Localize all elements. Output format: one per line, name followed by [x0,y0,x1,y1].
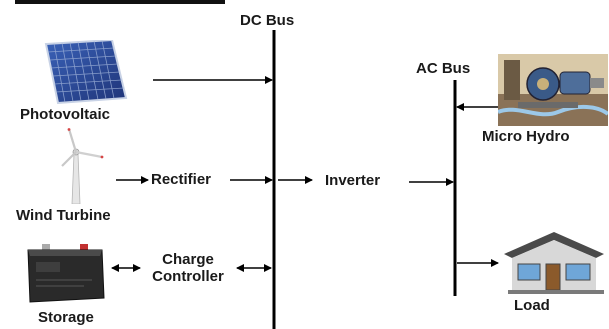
wind-turbine-icon [61,128,104,204]
charge-controller-line2: Controller [152,268,224,285]
clipped-top-border [15,0,225,4]
photovoltaic-label: Photovoltaic [20,106,111,123]
ac-bus-label: AC Bus [416,60,471,77]
dc-bus-label: DC Bus [240,12,295,29]
inverter-label: Inverter [325,172,381,189]
charge-controller-label: Charge Controller [138,251,238,285]
charge-controller-line1: Charge [162,251,214,268]
house-icon [504,232,604,294]
wind-turbine-label: Wind Turbine [16,207,111,224]
solar-panel-icon [44,40,128,104]
storage-label: Storage [38,309,94,326]
battery-icon [27,244,105,303]
rectifier-label: Rectifier [151,171,212,188]
load-label: Load [514,297,550,314]
micro-hydro-label: Micro Hydro [482,128,570,145]
hydro-generator-icon [498,54,608,126]
